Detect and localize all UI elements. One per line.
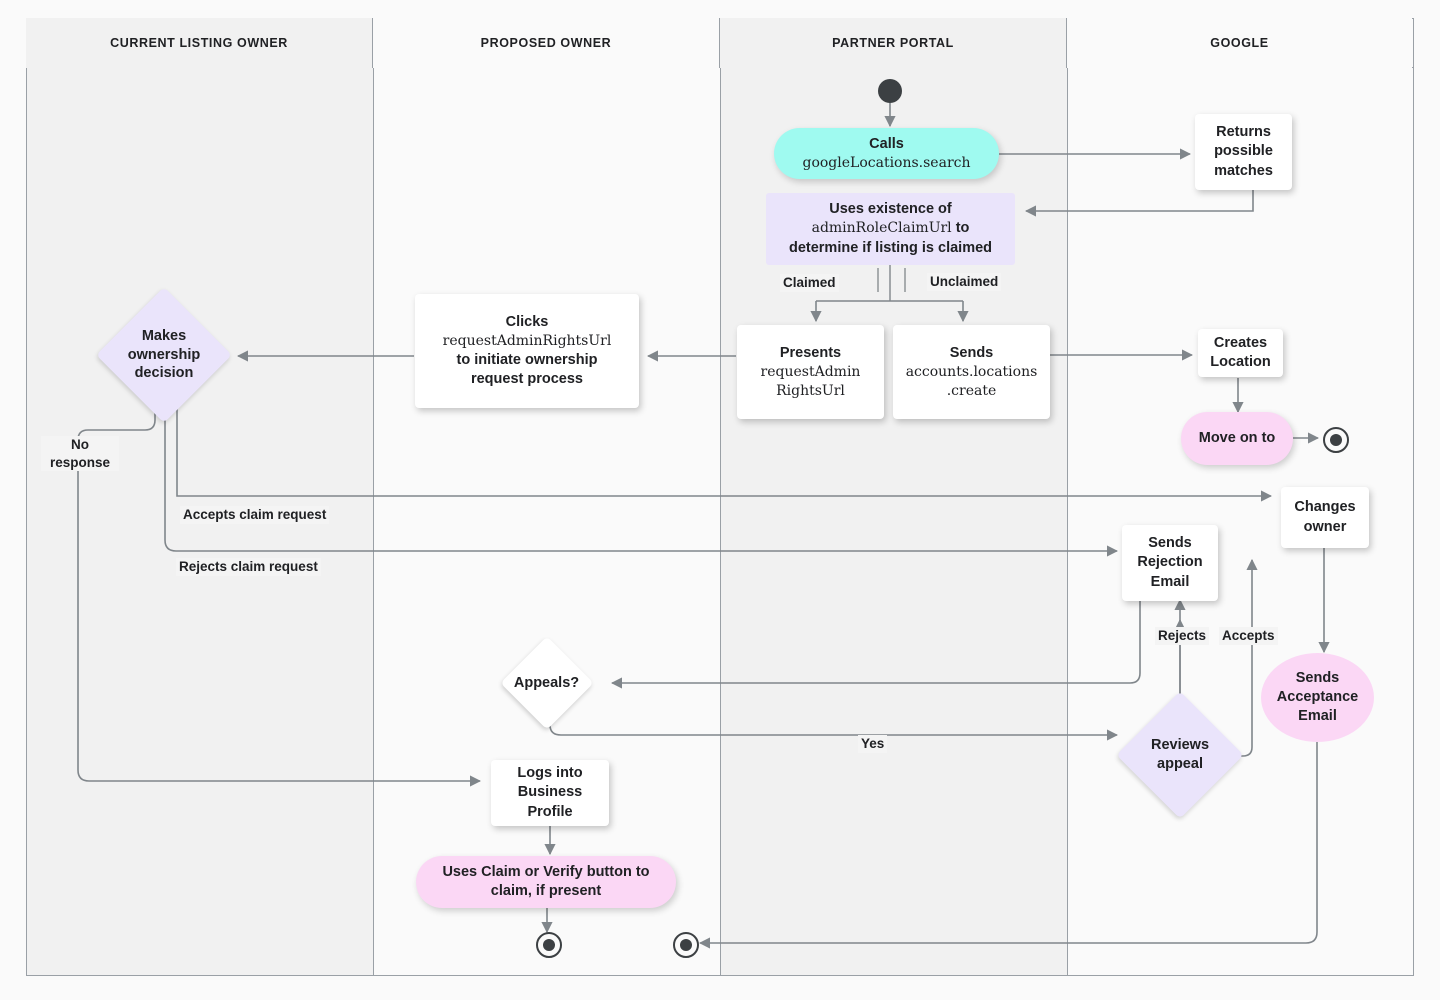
- end-node-proposed-owner: [536, 932, 562, 958]
- node-label: Changes owner: [1294, 499, 1356, 535]
- end-node-google: [1323, 427, 1349, 453]
- node-logs-into-business-profile[interactable]: Logs into Business Profile: [491, 760, 609, 826]
- end-node-partner-portal: [673, 932, 699, 958]
- node-line-4: request process: [470, 370, 583, 387]
- node-label: Uses Claim or Verify button to claim, if…: [442, 863, 650, 899]
- lane-header-partner-portal: PARTNER PORTAL: [720, 18, 1067, 68]
- edge-label-yes: Yes: [858, 735, 888, 753]
- node-calls-google-locations-search[interactable]: Calls googleLocations.search: [774, 128, 999, 179]
- node-uses-existence-of-admin-role-claim-url[interactable]: Uses existence of adminRoleClaimUrl to d…: [766, 193, 1015, 265]
- node-line-1: Sends: [949, 344, 994, 361]
- edge-label-rejects-claim-request: Rejects claim request: [176, 558, 321, 576]
- node-line-3: to initiate ownership: [456, 351, 598, 368]
- lane-header-label: PARTNER PORTAL: [832, 36, 954, 50]
- node-creates-location[interactable]: Creates Location: [1198, 329, 1283, 377]
- end-node-core: [1330, 434, 1342, 446]
- node-label: Sends Acceptance Email: [1276, 669, 1359, 725]
- lane-body-proposed-owner: [374, 19, 721, 975]
- lane-header-label: GOOGLE: [1210, 36, 1269, 50]
- swimlane-header-row: CURRENT LISTING OWNER PROPOSED OWNER PAR…: [26, 18, 1414, 68]
- node-label: Returns possible matches: [1214, 124, 1273, 179]
- node-line-3: RightsUrl: [776, 382, 845, 399]
- node-changes-owner[interactable]: Changes owner: [1281, 487, 1369, 548]
- node-line-1: Calls: [869, 135, 904, 152]
- node-line-1: Presents: [779, 344, 842, 361]
- node-makes-ownership-decision[interactable]: Makes ownership decision: [96, 287, 232, 423]
- edge-label-accepts: Accepts: [1219, 627, 1278, 645]
- node-uses-claim-or-verify-button[interactable]: Uses Claim or Verify button to claim, if…: [416, 856, 676, 908]
- edge-label-no-response: No response: [41, 436, 119, 472]
- node-reviews-appeal[interactable]: Reviews appeal: [1116, 691, 1244, 819]
- node-sends-rejection-email[interactable]: Sends Rejection Email: [1122, 525, 1218, 601]
- node-line-2: requestAdmin: [760, 364, 861, 381]
- end-node-core: [680, 939, 692, 951]
- node-label: Appeals?: [513, 674, 580, 691]
- node-label: Logs into Business Profile: [517, 765, 583, 820]
- node-clicks-request-admin-rights-url[interactable]: Clicks requestAdminRightsUrl to initiate…: [415, 294, 639, 408]
- start-node-partner-portal: [878, 79, 902, 103]
- node-label: Reviews appeal: [1150, 737, 1210, 772]
- lane-header-label: PROPOSED OWNER: [480, 36, 612, 50]
- node-line-1: Clicks: [505, 314, 549, 331]
- node-label: Sends Rejection Email: [1137, 535, 1203, 590]
- lane-body-current-listing-owner: [27, 19, 374, 975]
- node-line-1: Uses existence of: [829, 201, 952, 218]
- node-label: Creates Location: [1210, 334, 1271, 370]
- lane-header-google: GOOGLE: [1067, 18, 1412, 68]
- node-label: Makes ownership decision: [127, 328, 201, 382]
- edge-label-accepts-claim-request: Accepts claim request: [180, 506, 330, 524]
- node-line-2: accounts.locations: [905, 364, 1038, 381]
- node-label: Move on to: [1198, 429, 1276, 446]
- lane-header-current-listing-owner: CURRENT LISTING OWNER: [26, 18, 373, 68]
- node-returns-possible-matches[interactable]: Returns possible matches: [1195, 114, 1292, 190]
- node-presents-request-admin-rights-url[interactable]: Presents requestAdmin RightsUrl: [737, 325, 884, 419]
- node-line-2-code: adminRoleClaimUrl: [811, 220, 952, 237]
- node-sends-acceptance-email[interactable]: Sends Acceptance Email: [1261, 653, 1374, 742]
- lane-header-proposed-owner: PROPOSED OWNER: [373, 18, 720, 68]
- edge-label-rejects: Rejects: [1155, 627, 1210, 645]
- edge-label-unclaimed: Unclaimed: [927, 273, 1002, 291]
- node-line-2-suffix: to: [951, 220, 970, 237]
- node-move-on-to[interactable]: Move on to: [1181, 412, 1293, 465]
- node-line-3: determine if listing is claimed: [788, 239, 993, 256]
- edge-label-claimed: Claimed: [780, 274, 839, 292]
- node-line-3: .create: [946, 382, 997, 399]
- end-node-core: [543, 939, 555, 951]
- node-sends-accounts-locations-create[interactable]: Sends accounts.locations .create: [893, 325, 1050, 419]
- node-line-2: requestAdminRightsUrl: [442, 333, 612, 350]
- node-line-2: googleLocations.search: [802, 154, 971, 171]
- node-appeals[interactable]: Appeals?: [498, 636, 595, 730]
- lane-header-label: CURRENT LISTING OWNER: [110, 36, 288, 50]
